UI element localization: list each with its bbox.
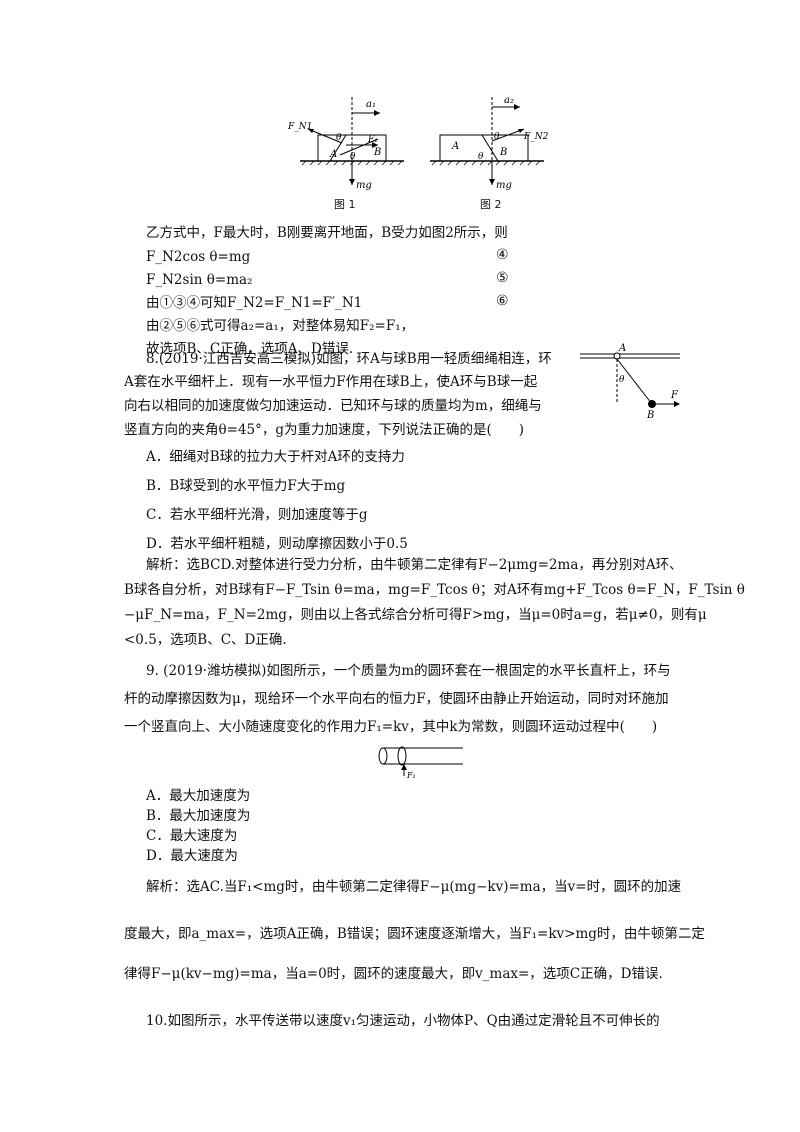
label-A: A — [451, 141, 459, 152]
q9-line-3: 一个竖直向上、大小随速度变化的作用力F₁=kv，其中k为常数，则圆环运动过程中(… — [124, 719, 658, 735]
q8-option-a: A．细绳对B球的拉力大于杆对A环的支持力 — [146, 449, 405, 465]
q8-line-1: 8.(2019·江西吉安高三模拟)如图，环A与球B用一轻质细绳相连，环 — [146, 351, 552, 367]
q9-option-b: B．最大加速度为 — [146, 808, 251, 824]
q9-option-a: A．最大加速度为 — [146, 788, 251, 804]
figure-1: a₁ F_N1 θ F₁ A θ B mg — [287, 97, 404, 191]
a9-line-2: 度最大，即a_max=，选项A正确，B错误；圆环速度逐渐增大，当F₁=kv>mg… — [124, 926, 705, 942]
label-theta-2: θ — [478, 152, 484, 162]
ring — [397, 746, 407, 766]
label-B: B — [373, 147, 381, 158]
q8-option-b: B．B球受到的水平恒力F大于mg — [146, 478, 346, 494]
equation-number-6: ⑥ — [496, 293, 509, 309]
label-theta-1: θ — [494, 132, 500, 142]
q9-line-2: 杆的动摩擦因数为μ，现给环一个水平向右的恒力F，使圆环由静止开始运动，同时对环施… — [124, 691, 669, 707]
label-a1: a₁ — [366, 99, 376, 110]
a9-line-1: 解析：选AC.当F₁<mg时，由牛顿第二定律得F−μ(mg−kv)=ma，当v=… — [146, 879, 682, 895]
label-a2: a₂ — [504, 95, 514, 106]
figure-9: F₁ — [378, 746, 463, 780]
label-mg: mg — [356, 180, 372, 191]
a9-line-3: 律得F−μ(kv−mg)=ma，当a=0时，圆环的速度最大，即v_max=，选项… — [124, 966, 663, 982]
a8-line-4: <0.5，选项B、C、D正确. — [124, 632, 287, 648]
label-theta-2: θ — [350, 152, 356, 162]
label-F: F — [670, 390, 679, 401]
figure-2: a₂ F_N2 θ A B θ mg — [430, 95, 549, 191]
equation-6: 由①③④可知F_N2=F_N1=F′_N1 — [146, 295, 363, 311]
figure-2-caption: 图 2 — [480, 198, 502, 211]
equation-4: F_N2cos θ=mg — [146, 249, 251, 265]
normal-force-arrow — [307, 128, 343, 144]
label-B: B — [499, 147, 507, 158]
equation-number-4: ④ — [496, 247, 509, 263]
label-theta-1: θ — [336, 133, 342, 143]
text-line: 乙方式中，F最大时，B刚要离开地面，B受力如图2所示，则 — [146, 225, 508, 241]
interface-line — [481, 134, 499, 162]
figure-8: A θ B F — [580, 343, 680, 421]
q9-option-d: D．最大速度为 — [146, 848, 238, 864]
rod-end — [378, 747, 388, 765]
label-fn1: F_N1 — [287, 122, 312, 132]
diag-arrow — [339, 138, 379, 156]
label-fn2: F_N2 — [523, 132, 549, 142]
label-B: B — [646, 410, 654, 421]
q8-line-2: A套在水平细杆上．现有一水平恒力F作用在球B上，使A环与B球一起 — [124, 374, 538, 390]
a8-line-2: B球各自分析，对B球有F−F_Tsin θ=ma，mg=F_Tcos θ；对A环… — [124, 582, 745, 598]
label-F1: F₁ — [406, 771, 416, 780]
label-f1: F₁ — [367, 135, 378, 145]
ball-B — [648, 400, 656, 408]
equation-5: F_N2sin θ=ma₂ — [146, 272, 253, 288]
q9-option-c: C．最大速度为 — [146, 828, 238, 844]
label-A: A — [618, 343, 626, 354]
a8-line-1: 解析：选BCD.对整体进行受力分析，由牛顿第二定律有F−2μmg=2ma，再分别… — [146, 557, 683, 573]
label-mg: mg — [496, 180, 512, 191]
figure-1-caption: 图 1 — [334, 198, 356, 211]
a8-line-3: −μF_N=ma，F_N=2mg，则由以上各式综合分析可得F>mg，当μ=0时a… — [124, 607, 707, 623]
normal-force-arrow — [491, 128, 525, 142]
q8-option-d: D．若水平细杆粗糙，则动摩擦因数小于0.5 — [146, 536, 408, 552]
text-line: 由②⑤⑥式可得a₂=a₁，对整体易知F₂=F₁， — [146, 318, 415, 334]
label-theta: θ — [619, 375, 625, 385]
q8-option-c: C．若水平细杆光滑，则加速度等于g — [146, 507, 368, 523]
label-A: A — [329, 149, 337, 160]
q8-line-4: 竖直方向的夹角θ=45°，g为重力加速度，下列说法正确的是( ) — [124, 422, 525, 438]
equation-number-5: ⑤ — [496, 270, 509, 286]
q10-line-1: 10.如图所示，水平传送带以速度v₁匀速运动，小物体P、Q由通过定滑轮且不可伸长… — [146, 1013, 660, 1029]
text-line: 故选项B、C正确，选项A、D错误. — [146, 341, 354, 357]
rope-line — [616, 358, 653, 405]
q8-line-3: 向右以相同的加速度做匀加速运动．已知环与球的质量均为m，细绳与 — [124, 398, 542, 414]
q9-line-1: 9. (2019·潍坊模拟)如图所示，一个质量为m的圆环套在一根固定的水平长直杆… — [146, 663, 671, 679]
interface-line — [329, 134, 347, 162]
